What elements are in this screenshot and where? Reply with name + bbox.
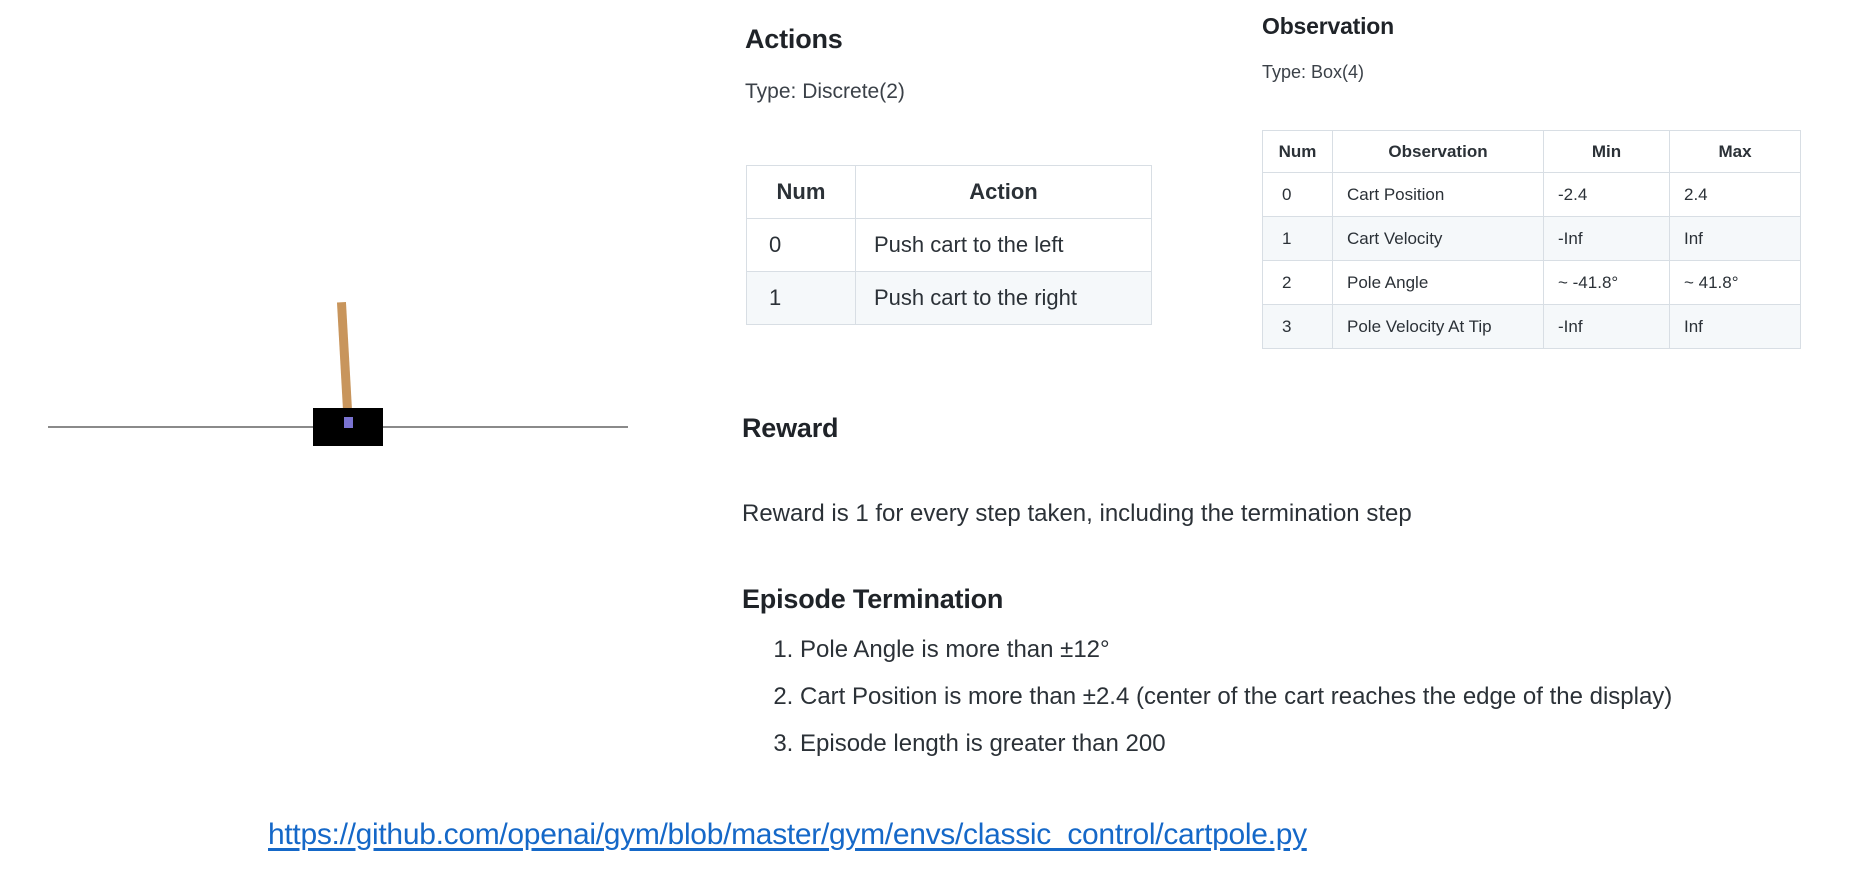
source-url-link[interactable]: https://github.com/openai/gym/blob/maste… bbox=[268, 818, 1307, 851]
observation-num-cell: 3 bbox=[1262, 304, 1333, 349]
reward-description: Reward is 1 for every step taken, includ… bbox=[742, 500, 1412, 527]
actions-type-label: Type: Discrete(2) bbox=[745, 80, 905, 103]
action-num-cell: 0 bbox=[746, 218, 856, 272]
actions-col-action: Action bbox=[855, 165, 1152, 219]
action-desc-cell: Push cart to the left bbox=[855, 218, 1152, 272]
observation-table: Num Observation Min Max 0 Cart Position … bbox=[1262, 130, 1801, 349]
observation-name-cell: Pole Velocity At Tip bbox=[1332, 304, 1544, 349]
observation-min-cell: ~ -41.8° bbox=[1543, 260, 1670, 305]
actions-table: Num Action 0 Push cart to the left 1 Pus… bbox=[746, 165, 1152, 325]
observation-max-cell: ~ 41.8° bbox=[1669, 260, 1801, 305]
observation-col-num: Num bbox=[1262, 130, 1333, 173]
action-desc-cell: Push cart to the right bbox=[855, 271, 1152, 325]
observation-col-max: Max bbox=[1669, 130, 1801, 173]
actions-heading: Actions bbox=[745, 24, 843, 54]
observation-name-cell: Cart Position bbox=[1332, 172, 1544, 217]
observation-max-cell: 2.4 bbox=[1669, 172, 1801, 217]
observation-min-cell: -Inf bbox=[1543, 304, 1670, 349]
table-row: 1 Cart Velocity -Inf Inf bbox=[1262, 216, 1801, 261]
actions-col-num: Num bbox=[746, 165, 856, 219]
list-item: Pole Angle is more than ±12° bbox=[800, 638, 1672, 662]
observation-min-cell: -2.4 bbox=[1543, 172, 1670, 217]
observation-num-cell: 1 bbox=[1262, 216, 1333, 261]
observation-num-cell: 2 bbox=[1262, 260, 1333, 305]
pole-axle-icon bbox=[344, 417, 353, 428]
observation-max-cell: Inf bbox=[1669, 304, 1801, 349]
action-num-cell: 1 bbox=[746, 271, 856, 325]
episode-termination-heading: Episode Termination bbox=[742, 584, 1004, 614]
list-item: Episode length is greater than 200 bbox=[800, 732, 1672, 756]
observation-name-cell: Cart Velocity bbox=[1332, 216, 1544, 261]
cartpole-environment-render bbox=[0, 0, 660, 780]
observation-col-observation: Observation bbox=[1332, 130, 1544, 173]
observation-num-cell: 0 bbox=[1262, 172, 1333, 217]
table-row: 0 Push cart to the left bbox=[746, 218, 1152, 272]
episode-termination-list: Pole Angle is more than ±12° Cart Positi… bbox=[742, 638, 1672, 779]
observation-min-cell: -Inf bbox=[1543, 216, 1670, 261]
table-row: 0 Cart Position -2.4 2.4 bbox=[1262, 172, 1801, 217]
list-item: Cart Position is more than ±2.4 (center … bbox=[800, 685, 1672, 709]
table-header-row: Num Action bbox=[746, 165, 1152, 219]
table-row: 1 Push cart to the right bbox=[746, 271, 1152, 325]
observation-type-label: Type: Box(4) bbox=[1262, 62, 1365, 82]
reward-heading: Reward bbox=[742, 413, 839, 443]
observation-name-cell: Pole Angle bbox=[1332, 260, 1544, 305]
table-row: 3 Pole Velocity At Tip -Inf Inf bbox=[1262, 304, 1801, 349]
table-row: 2 Pole Angle ~ -41.8° ~ 41.8° bbox=[1262, 260, 1801, 305]
table-header-row: Num Observation Min Max bbox=[1262, 130, 1801, 173]
observation-heading: Observation bbox=[1262, 13, 1395, 39]
observation-max-cell: Inf bbox=[1669, 216, 1801, 261]
observation-col-min: Min bbox=[1543, 130, 1670, 173]
